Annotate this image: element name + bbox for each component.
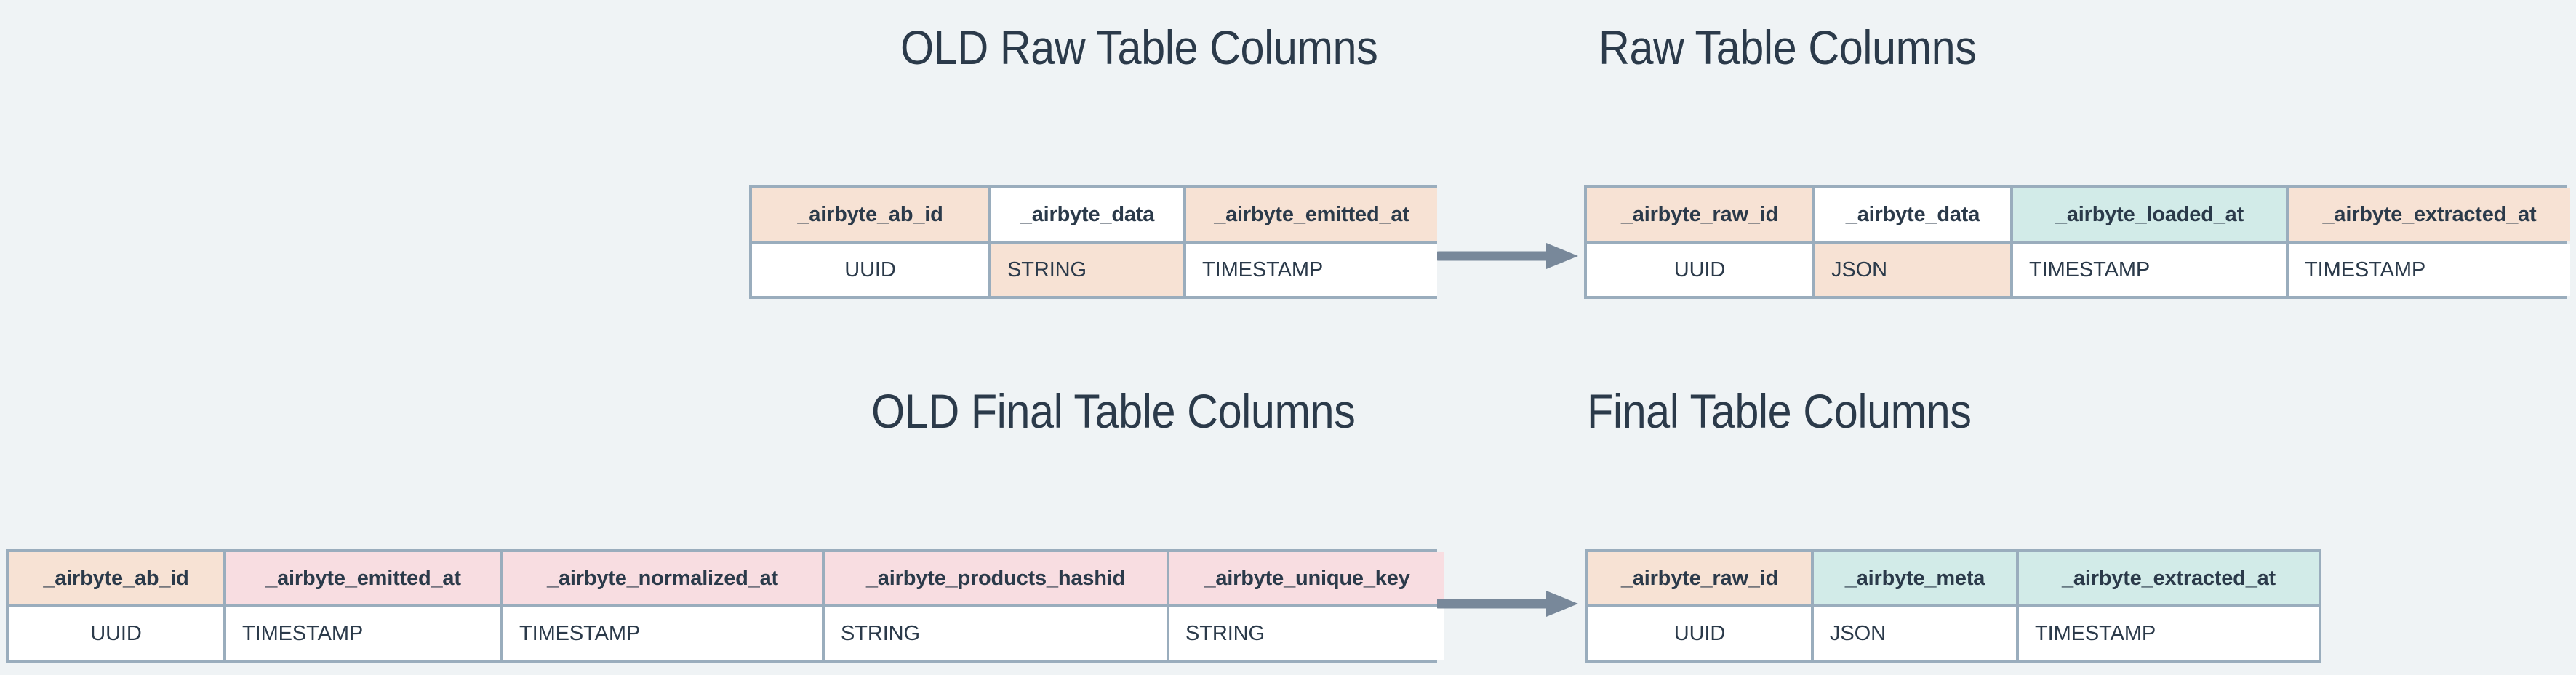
column-type-airbyte-meta: JSON	[1814, 607, 2016, 660]
column-header-airbyte-loaded-at: _airbyte_loaded_at	[2013, 188, 2286, 241]
column-type-airbyte-data: STRING	[991, 244, 1183, 296]
title-old-raw-table-columns: OLD Raw Table Columns	[900, 20, 1378, 74]
table-header-row: _airbyte_ab_id_airbyte_emitted_at_airbyt…	[9, 552, 1444, 604]
column-header-airbyte-raw-id: _airbyte_raw_id	[1587, 188, 1812, 241]
column-header-airbyte-meta: _airbyte_meta	[1814, 552, 2016, 604]
column-header-airbyte-extracted-at: _airbyte_extracted_at	[2289, 188, 2570, 241]
column-header-airbyte-ab-id: _airbyte_ab_id	[9, 552, 223, 604]
column-type-airbyte-emitted-at: TIMESTAMP	[1186, 244, 1437, 296]
column-header-airbyte-data: _airbyte_data	[991, 188, 1183, 241]
column-type-airbyte-raw-id: UUID	[1587, 244, 1812, 296]
column-type-airbyte-ab-id: UUID	[752, 244, 988, 296]
column-type-airbyte-unique-key: STRING	[1169, 607, 1444, 660]
title-raw-table-columns: Raw Table Columns	[1599, 20, 1977, 74]
column-header-airbyte-unique-key: _airbyte_unique_key	[1169, 552, 1444, 604]
column-type-airbyte-emitted-at: TIMESTAMP	[226, 607, 500, 660]
column-header-airbyte-data: _airbyte_data	[1815, 188, 2010, 241]
table-header-row: _airbyte_raw_id_airbyte_meta_airbyte_ext…	[1588, 552, 2319, 604]
arrow-right-icon-final-migration	[1437, 587, 1580, 620]
column-header-airbyte-normalized-at: _airbyte_normalized_at	[503, 552, 822, 604]
title-old-final-table-columns: OLD Final Table Columns	[871, 384, 1356, 438]
column-header-airbyte-ab-id: _airbyte_ab_id	[752, 188, 988, 241]
column-type-airbyte-normalized-at: TIMESTAMP	[503, 607, 822, 660]
column-type-airbyte-extracted-at: TIMESTAMP	[2289, 244, 2570, 296]
column-header-airbyte-raw-id: _airbyte_raw_id	[1588, 552, 1811, 604]
column-type-airbyte-extracted-at: TIMESTAMP	[2019, 607, 2319, 660]
column-header-airbyte-emitted-at: _airbyte_emitted_at	[226, 552, 500, 604]
table-new-final-columns: _airbyte_raw_id_airbyte_meta_airbyte_ext…	[1585, 549, 2321, 663]
table-header-row: _airbyte_ab_id_airbyte_data_airbyte_emit…	[752, 188, 1437, 241]
title-final-table-columns: Final Table Columns	[1587, 384, 1972, 438]
table-old-raw-columns: _airbyte_ab_id_airbyte_data_airbyte_emit…	[749, 185, 1437, 299]
column-type-airbyte-raw-id: UUID	[1588, 607, 1811, 660]
column-type-airbyte-loaded-at: TIMESTAMP	[2013, 244, 2286, 296]
column-header-airbyte-extracted-at: _airbyte_extracted_at	[2019, 552, 2319, 604]
column-header-airbyte-products-hashid: _airbyte_products_hashid	[825, 552, 1167, 604]
table-header-row: _airbyte_raw_id_airbyte_data_airbyte_loa…	[1587, 188, 2570, 241]
arrow-right-icon-raw-migration	[1437, 239, 1580, 273]
column-type-airbyte-products-hashid: STRING	[825, 607, 1167, 660]
column-header-airbyte-emitted-at: _airbyte_emitted_at	[1186, 188, 1437, 241]
table-old-final-columns: _airbyte_ab_id_airbyte_emitted_at_airbyt…	[6, 549, 1444, 663]
table-new-raw-columns: _airbyte_raw_id_airbyte_data_airbyte_loa…	[1584, 185, 2570, 299]
column-type-airbyte-data: JSON	[1815, 244, 2010, 296]
column-type-airbyte-ab-id: UUID	[9, 607, 223, 660]
